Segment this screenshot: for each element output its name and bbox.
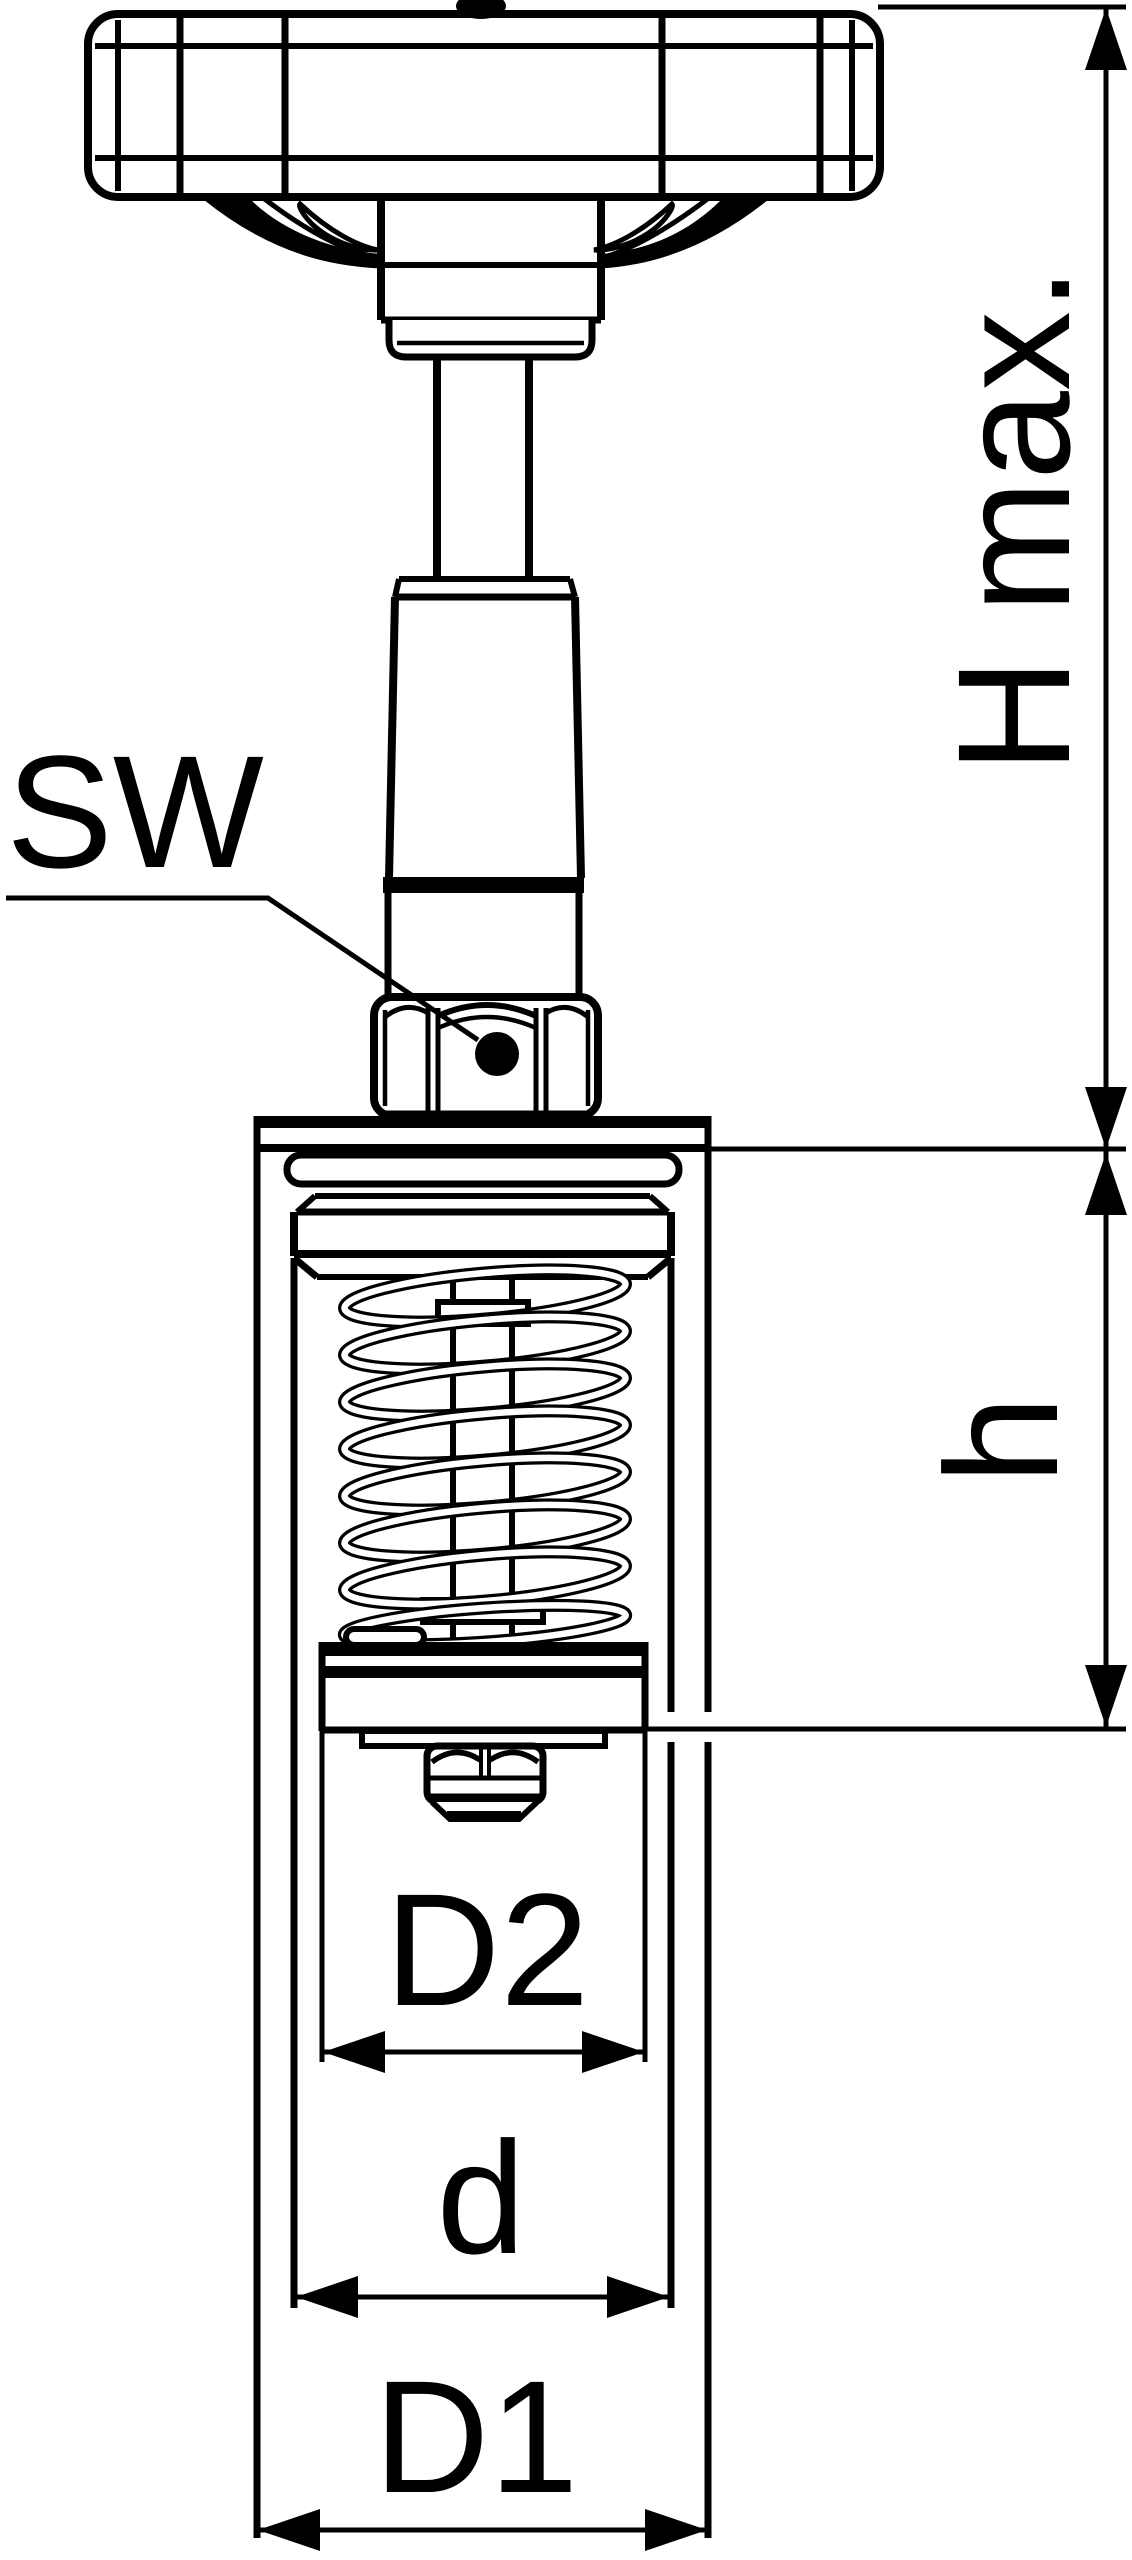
- dim-label-h-max: H max.: [924, 266, 1103, 774]
- bonnet-weld-band: [383, 877, 584, 893]
- sw-leader-line: [6, 895, 480, 1043]
- gland-hex-nut: [370, 993, 602, 1120]
- dim-label-d: d: [436, 2108, 526, 2287]
- dim-label-h: h: [912, 1395, 1091, 1485]
- compression-spring: [337, 1263, 633, 1652]
- bonnet: [383, 576, 585, 1000]
- gland-packing: [283, 1151, 683, 1280]
- housing-walls: [253, 1152, 712, 2538]
- dim-label-sw: SW: [6, 722, 264, 901]
- handwheel-hub: [377, 201, 605, 361]
- d2-extension-lines: [319, 1731, 648, 2062]
- dim-label-d2: D2: [384, 1860, 590, 2039]
- handwheel: [84, 0, 884, 361]
- dimension-d1: [258, 2509, 707, 2551]
- disc-hex-nut: [423, 1742, 547, 1822]
- dimension-d2: [323, 2031, 644, 2073]
- valve-stem: [433, 357, 533, 579]
- bonnet-flange: [253, 1116, 712, 1152]
- dim-label-d1: D1: [373, 2347, 579, 2526]
- dimension-d: [296, 2276, 669, 2318]
- dimension-h-max: [710, 4, 1127, 1727]
- valve-disc-assembly: [318, 1642, 649, 2062]
- leader-dot: [475, 1032, 519, 1076]
- handwheel-rim: [84, 10, 884, 201]
- handwheel-spokes: [203, 194, 769, 269]
- dimension-h: [647, 1153, 1127, 1732]
